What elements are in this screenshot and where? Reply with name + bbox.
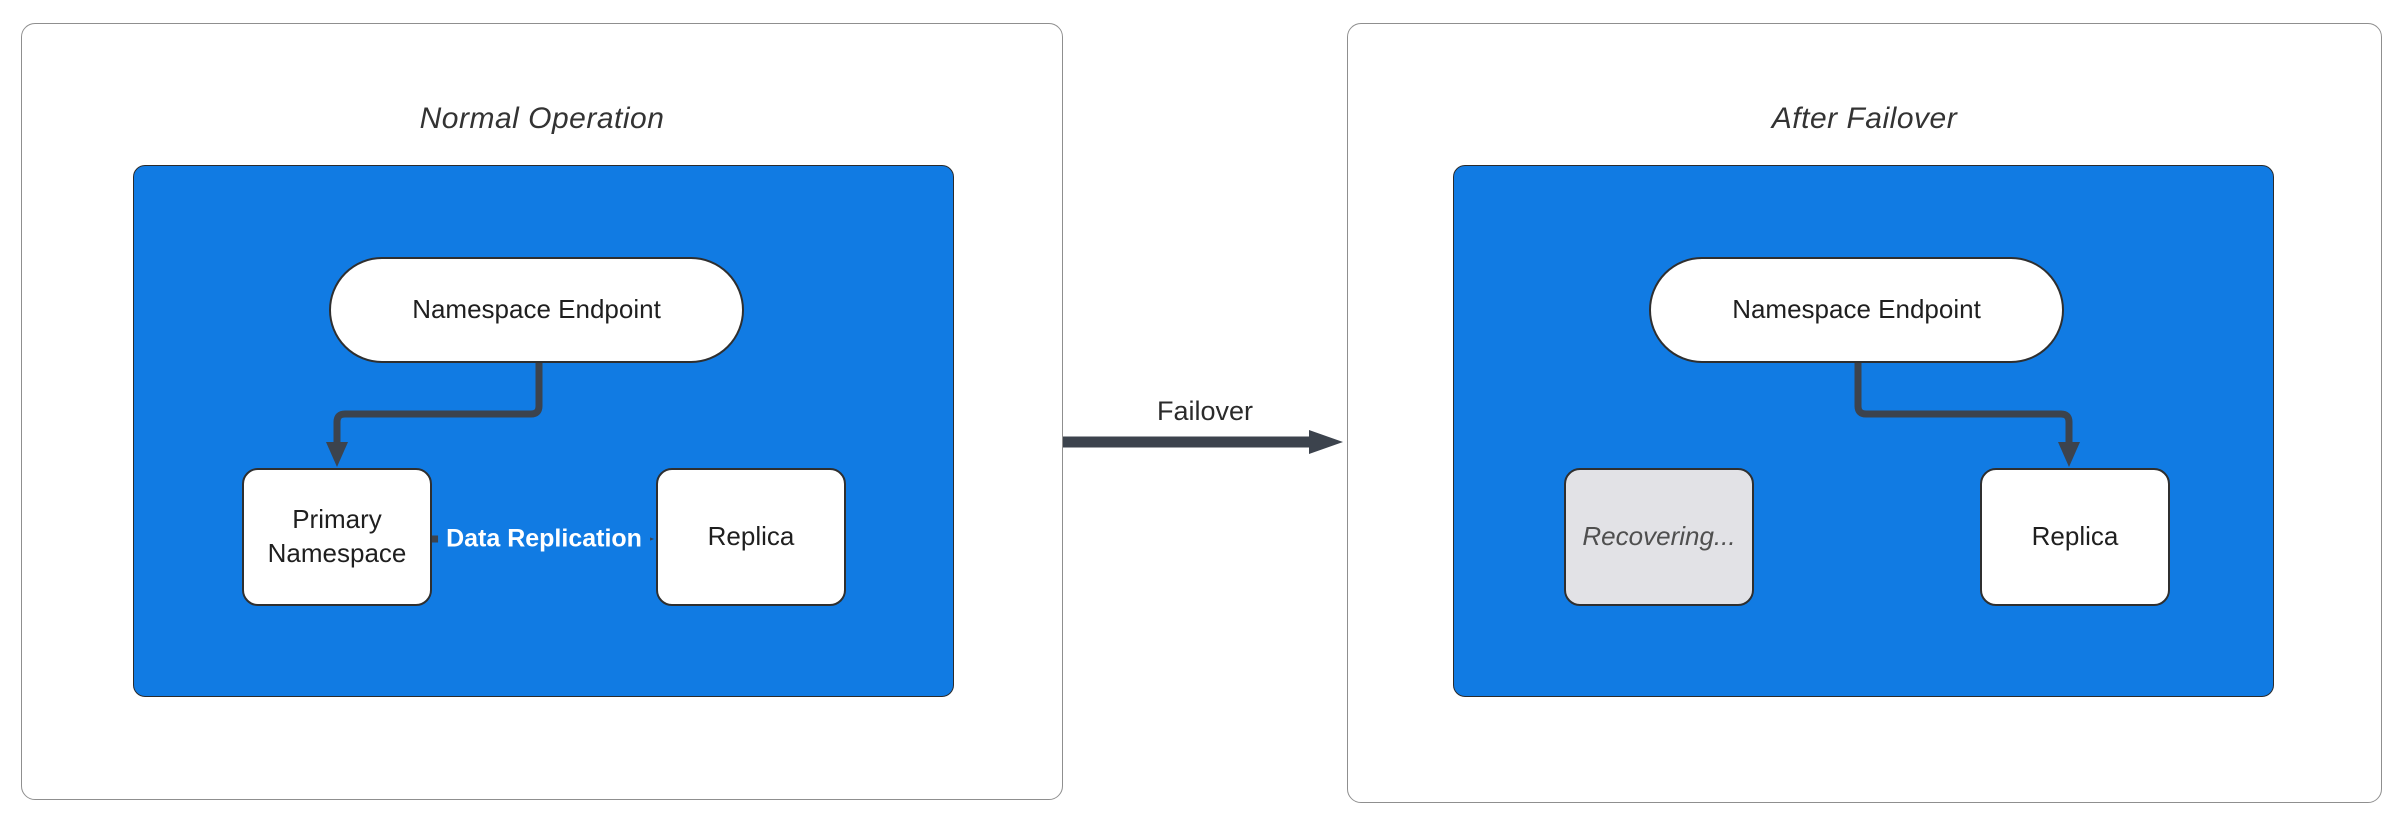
edge-label-data-replication: Data Replication: [438, 520, 650, 558]
failover-arrowhead-icon: [1309, 430, 1343, 454]
node-primary-namespace: Primary Namespace: [242, 468, 432, 606]
arrowhead-endpoint-to-replica-icon: [2058, 442, 2080, 467]
panel-title-after-failover: After Failover: [1771, 102, 1958, 135]
node-replica-failover: Replica: [1980, 468, 2170, 606]
node-recovering-label: Recovering...: [1582, 521, 1736, 552]
panel-after-failover: After Failover Namespace Endpoint Recove…: [1347, 23, 2382, 803]
panel-normal-operation: Normal Operation Namespace Endpoint Prim…: [21, 23, 1063, 800]
connector-layer-failover: [1854, 359, 2080, 467]
panel-title-normal-operation: Normal Operation: [419, 102, 665, 135]
failover-arrow-shaft: [1063, 436, 1313, 448]
node-namespace-endpoint-normal: Namespace Endpoint: [329, 257, 744, 363]
arrowhead-endpoint-to-primary-icon: [326, 442, 348, 467]
node-namespace-endpoint-failover-label: Namespace Endpoint: [1732, 294, 1981, 325]
namespace-container-normal: Namespace Endpoint Primary Namespace Rep…: [133, 165, 954, 697]
node-namespace-endpoint-normal-label: Namespace Endpoint: [412, 294, 661, 325]
failover-edge-label: Failover: [1156, 396, 1254, 426]
failover-arrow: [1063, 430, 1343, 454]
node-recovering: Recovering...: [1564, 468, 1754, 606]
connector-layer-normal: [326, 359, 654, 550]
node-namespace-endpoint-failover: Namespace Endpoint: [1649, 257, 2064, 363]
edge-endpoint-to-primary: [333, 359, 543, 448]
node-primary-namespace-label: Primary Namespace: [267, 504, 407, 568]
node-replica-failover-label: Replica: [2031, 521, 2119, 552]
node-replica-normal: Replica: [656, 468, 846, 606]
edge-endpoint-to-replica: [1854, 359, 2073, 448]
namespace-container-failover: Namespace Endpoint Recovering... Replica: [1453, 165, 2274, 697]
node-replica-normal-label: Replica: [707, 521, 795, 552]
